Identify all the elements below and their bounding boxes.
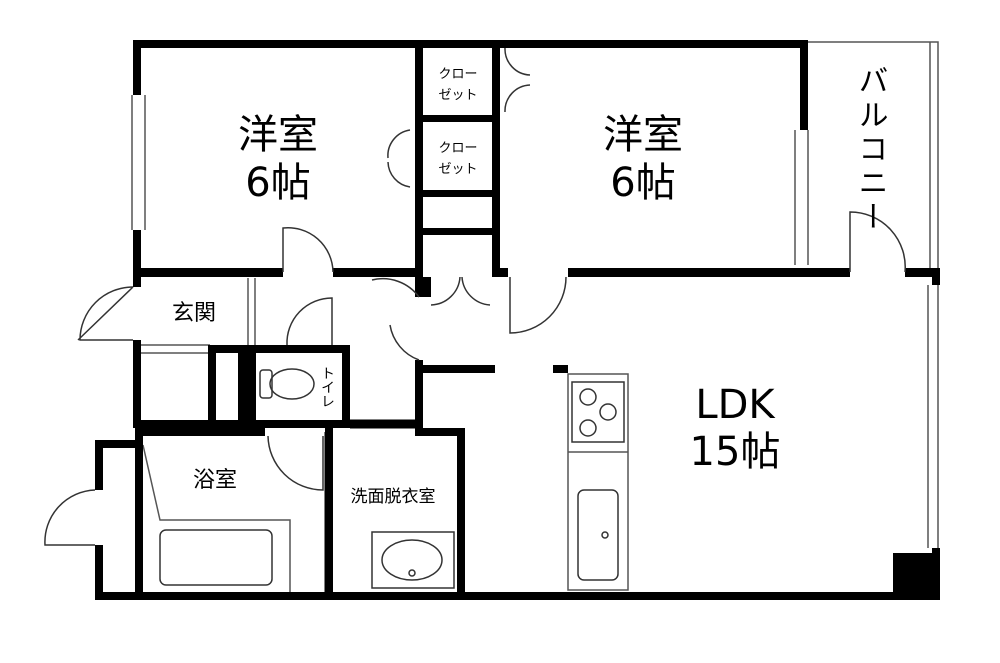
room-label-ldk: LDK (695, 382, 776, 428)
room-size-western-right: 6帖 (610, 160, 675, 206)
room-label-western-left: 洋室 (238, 112, 318, 158)
closet-label-bottom-1: クロー (438, 141, 477, 156)
room-label-bath: 浴室 (193, 468, 237, 493)
closet-label-top-2: ゼット (438, 88, 477, 103)
closet-label-top-1: クロー (438, 67, 477, 82)
labels: 洋室 6帖 洋室 6帖 LDK 15帖 バルコニー 玄関 トイレ 浴室 洗面脱衣… (172, 65, 888, 507)
room-label-balcony: バルコニー (853, 65, 888, 235)
room-size-western-left: 6帖 (245, 160, 310, 206)
doors (44, 47, 906, 546)
closet-label-bottom-2: ゼット (438, 162, 477, 177)
room-label-washroom: 洗面脱衣室 (351, 487, 436, 507)
room-label-toilet: トイレ (319, 366, 335, 408)
room-label-entrance: 玄関 (172, 301, 216, 326)
walls (95, 40, 940, 600)
room-label-western-right: 洋室 (603, 112, 683, 158)
room-size-ldk: 15帖 (690, 429, 781, 475)
fixtures (159, 368, 625, 589)
